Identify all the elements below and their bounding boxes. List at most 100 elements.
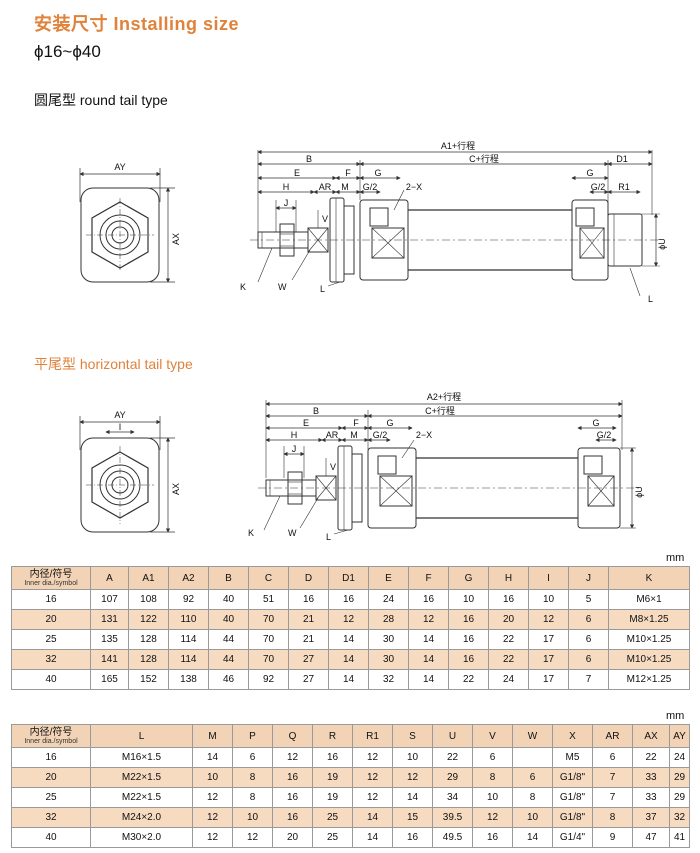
table-cell: 25 [11,787,91,808]
table-cell: 16 [312,747,353,768]
table-cell: 8 [512,787,553,808]
header-cell: F [408,566,449,590]
header-cell: W [512,724,553,748]
table-cell: 44 [208,649,249,670]
header-cell: G [448,566,489,590]
label-g-rear: G [586,168,593,178]
table-cell: 12 [328,609,369,630]
table-cell: 165 [90,669,129,690]
label-l-tail: L [648,294,653,304]
table-cell: 22 [488,629,529,650]
table-cell: 12 [352,747,393,768]
table-cell: 32 [11,807,91,828]
label-g: G [374,168,381,178]
side-view-round [250,149,660,297]
table-cell: 17 [528,669,569,690]
table-cell: 30 [368,629,409,650]
table-cell: 7 [568,669,609,690]
table-cell: 14 [352,827,393,848]
table-cell: 30 [368,649,409,670]
label-g2-rear: G/2 [591,182,606,192]
label-ax-2: AX [171,483,181,495]
label-j-2: J [292,444,297,454]
table-cell: 21 [288,609,329,630]
table-cell: 14 [512,827,553,848]
table-cell: 37 [632,807,670,828]
table-cell: 5 [568,589,609,610]
label-k: K [240,282,246,292]
table-cell: 20 [272,827,313,848]
table-cell: 22 [448,669,489,690]
label-ay-2: AY [114,410,125,420]
table-cell: 128 [128,649,169,670]
table-cell: 70 [248,649,289,670]
table-cell: 108 [128,589,169,610]
table-cell: 14 [392,787,433,808]
table-cell: 92 [248,669,289,690]
table-cell: 40 [208,609,249,630]
table-cell: 12 [232,827,273,848]
table-cell: 152 [128,669,169,690]
label-e-2: E [303,418,309,428]
table-cell: 7 [592,767,633,788]
header-cell: M [192,724,233,748]
table-cell [512,747,553,768]
table-cell: 19 [312,767,353,788]
table-cell: 8 [592,807,633,828]
table-cell: 14 [328,649,369,670]
table-cell: 16 [448,629,489,650]
table-cell: 25 [312,807,353,828]
header-cell: H [488,566,529,590]
table-cell: 14 [192,747,233,768]
label-v-2: V [330,462,336,472]
header-cell: V [472,724,513,748]
table-cell: 32 [669,807,690,828]
table-cell: M22×1.5 [90,767,193,788]
table-cell: 12 [192,787,233,808]
table-cell: 7 [592,787,633,808]
label-ar: AR [319,182,332,192]
header-cell: A1 [128,566,169,590]
table-cell: 114 [168,629,209,650]
table-cell: 10 [392,747,433,768]
section-title-horizontal: 平尾型 horizontal tail type [34,356,193,372]
table-cell: 24 [488,669,529,690]
table-cell: 141 [90,649,129,670]
table-cell: 14 [352,807,393,828]
table-cell: 6 [512,767,553,788]
table-cell: 122 [128,609,169,630]
label-ar-2: AR [326,430,339,440]
table-cell: 12 [192,807,233,828]
label-f-2: F [353,418,359,428]
table-cell: 47 [632,827,670,848]
table-cell: 92 [168,589,209,610]
table-cell: 70 [248,629,289,650]
table-cell: G1/8" [552,807,593,828]
table-cell: 10 [472,787,513,808]
header-cell: E [368,566,409,590]
table-cell: 20 [488,609,529,630]
label-2x-2: 2−X [416,430,432,440]
table-cell: 107 [90,589,129,610]
table-cell: 12 [192,827,233,848]
table-cell: 16 [272,787,313,808]
label-r1: R1 [618,182,630,192]
label-g-rear-2: G [592,418,599,428]
table-cell: M24×2.0 [90,807,193,828]
table-cell: 9 [592,827,633,848]
label-g-2: G [386,418,393,428]
table-cell: 6 [592,747,633,768]
table-cell: 24 [669,747,690,768]
table-cell: 16 [448,649,489,670]
table-cell: 17 [528,649,569,670]
table-cell: 14 [328,629,369,650]
table-cell: 39.5 [432,807,473,828]
table-cell: 110 [168,609,209,630]
header-cell: D [288,566,329,590]
label-a1: A1+行程 [441,140,475,151]
table-cell: 49.5 [432,827,473,848]
